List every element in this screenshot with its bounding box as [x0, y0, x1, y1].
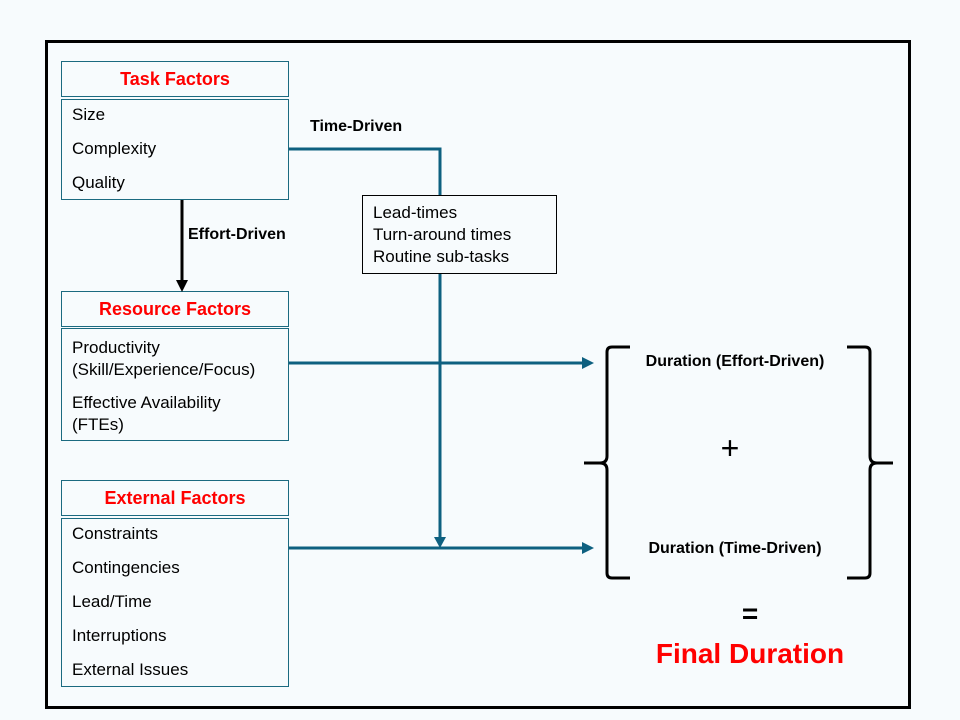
- equals-sign: =: [741, 598, 759, 629]
- resource-factors-list: Productivity (Skill/Experience/Focus) Ef…: [61, 328, 289, 441]
- list-item: Size: [72, 105, 106, 124]
- list-item: Turn-around times: [373, 225, 512, 244]
- list-item: Productivity: [72, 338, 160, 357]
- list-item: Interruptions: [72, 626, 167, 645]
- list-item: (FTEs): [72, 415, 124, 434]
- task-factors-list: Size Complexity Quality: [61, 99, 289, 200]
- external-factors-list: Constraints Contingencies Lead/Time Inte…: [61, 518, 289, 687]
- list-item: Lead-times: [373, 203, 458, 222]
- list-item: Complexity: [72, 139, 157, 158]
- list-item: Routine sub-tasks: [373, 247, 510, 266]
- duration-time-driven: Duration (Time-Driven): [648, 540, 822, 557]
- plus-sign: +: [720, 430, 740, 466]
- list-item: Lead/Time: [72, 592, 152, 611]
- list-item: Quality: [72, 173, 125, 192]
- list-item: (Skill/Experience/Focus): [72, 360, 256, 379]
- diagram-frame: [45, 40, 911, 709]
- time-driven-items-box: Lead-times Turn-around times Routine sub…: [362, 195, 557, 274]
- duration-effort-driven: Duration (Effort-Driven): [645, 353, 825, 370]
- list-item: Contingencies: [72, 558, 180, 577]
- effort-driven-label: Effort-Driven: [188, 226, 286, 243]
- time-driven-label: Time-Driven: [310, 118, 403, 135]
- external-factors-title: External Factors: [104, 487, 246, 508]
- final-duration: Final Duration: [655, 638, 845, 669]
- list-item: External Issues: [72, 660, 189, 679]
- task-factors-title: Task Factors: [120, 68, 230, 89]
- resource-factors-title: Resource Factors: [98, 298, 252, 319]
- list-item: Constraints: [72, 524, 158, 543]
- resource-factors-header: Resource Factors: [61, 291, 289, 327]
- list-item: Effective Availability: [72, 393, 221, 412]
- external-factors-header: External Factors: [61, 480, 289, 516]
- task-factors-header: Task Factors: [61, 61, 289, 97]
